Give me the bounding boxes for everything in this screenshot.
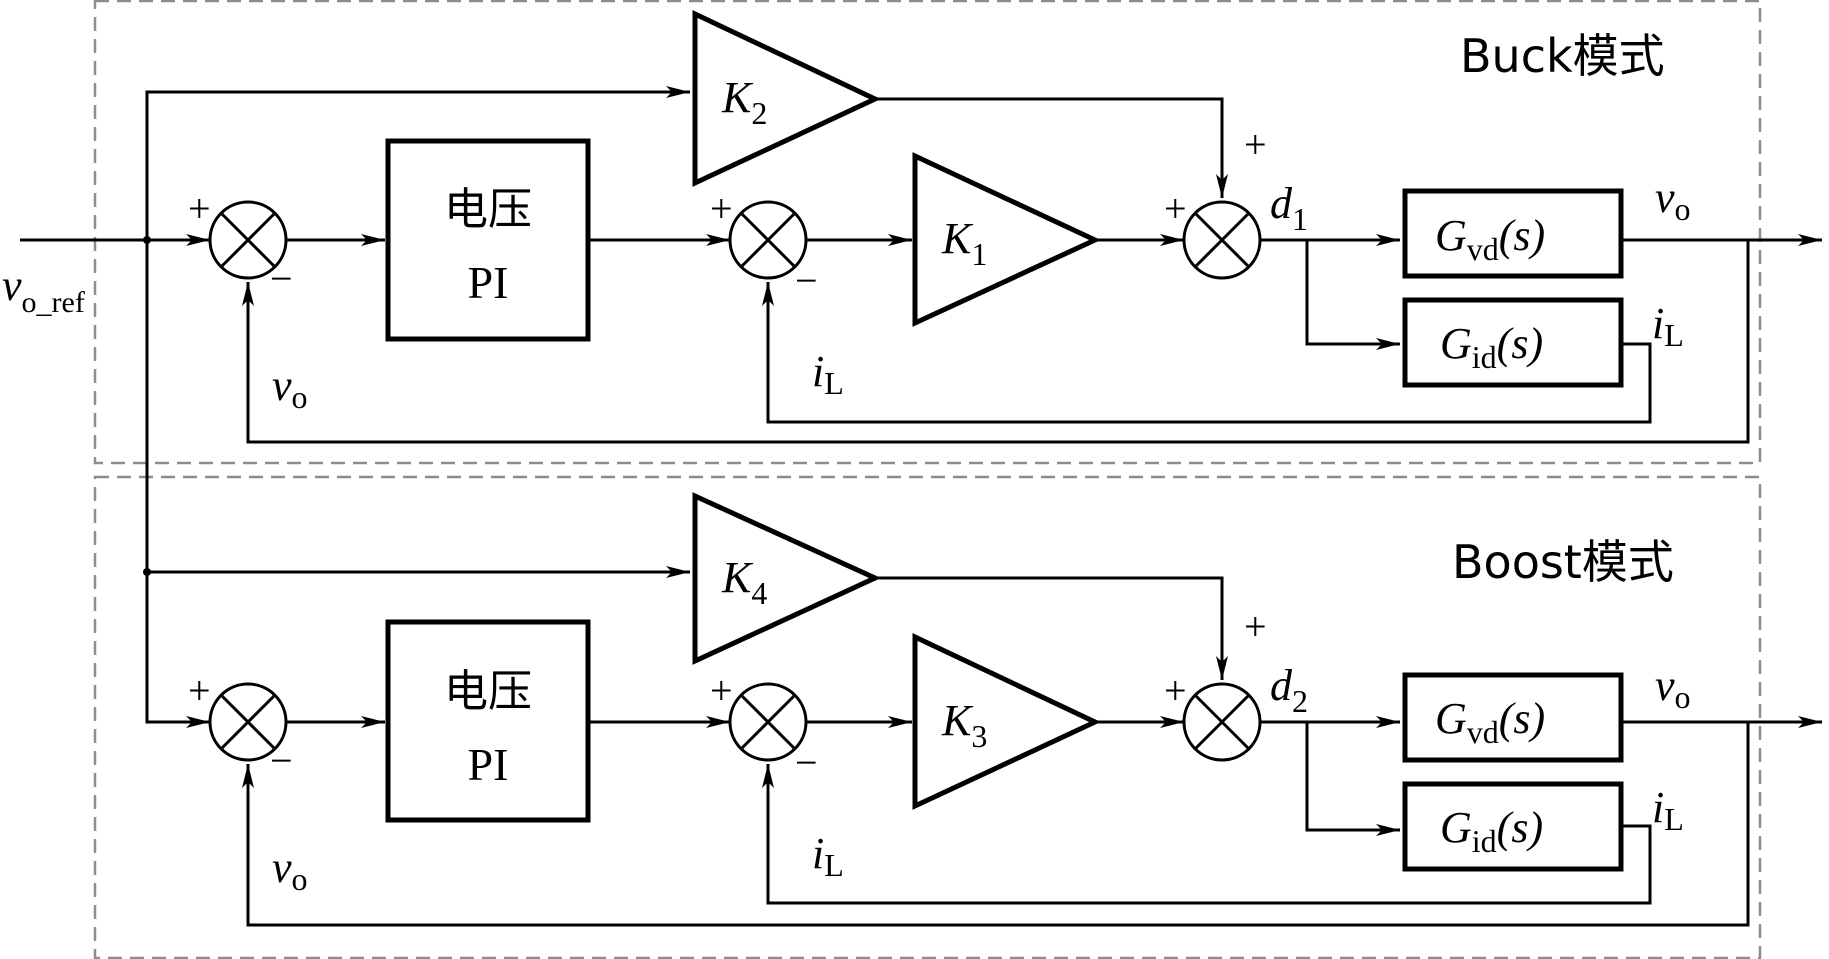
k2-gain-block <box>692 10 881 187</box>
sum2-plus: + <box>710 186 733 231</box>
boost-section: Boost模式 K4 + + − 电压 PI + − <box>188 492 1822 927</box>
k4-gain-block <box>692 492 882 665</box>
boost-sum2-plus: + <box>710 668 733 713</box>
boost-gvd-label: Gvd(s) <box>1435 694 1545 750</box>
boost-mode-frame <box>93 475 1762 959</box>
k3-gain-block <box>912 633 1101 810</box>
boost-gid-label: Gid(s) <box>1440 803 1543 859</box>
duty-d1-label: d1 <box>1270 179 1308 237</box>
boost-pi-block-line2: PI <box>468 739 509 790</box>
k1-gain-label: K1 <box>941 214 987 272</box>
boost-voltage-pi-block <box>385 619 591 823</box>
k1-gain-block <box>912 152 1101 327</box>
k3-gain-label: K3 <box>941 696 987 754</box>
reference-input-label: vo_ref <box>2 261 85 319</box>
k2-gain-label: K2 <box>721 73 767 131</box>
output-il-label: iL <box>1652 299 1684 353</box>
boost-pi-block-line1: 电压 <box>444 666 532 717</box>
duty-d2-label: d2 <box>1270 661 1308 719</box>
boost-gid-transfer-block <box>1402 781 1624 872</box>
feedback-vo-label: vo <box>272 361 308 415</box>
pi-block-line2: PI <box>468 257 509 308</box>
output-vo-label: vo <box>1655 173 1691 227</box>
feedback-il-label: iL <box>812 347 844 401</box>
buck-section: Buck模式 K2 + + − 电压 PI + − <box>188 10 1822 444</box>
boost-output-vo-label: vo <box>1655 661 1691 715</box>
buck-sum-junction-duty <box>1182 200 1262 280</box>
gvd-transfer-block <box>1402 188 1624 279</box>
buck-mode-frame <box>93 0 1762 465</box>
sum3-left-plus: + <box>1164 186 1187 231</box>
boost-sum3-top-plus: + <box>1244 604 1267 649</box>
gid-label: Gid(s) <box>1440 319 1543 375</box>
k4-gain-label: K4 <box>721 553 767 611</box>
boost-sum1-plus: + <box>188 668 211 713</box>
boost-sum2-minus: − <box>795 740 818 785</box>
sum3-top-plus: + <box>1244 122 1267 167</box>
boost-sum1-minus: − <box>270 738 293 783</box>
boost-sum3-left-plus: + <box>1164 668 1187 713</box>
buck-sum-junction-voltage <box>208 200 288 280</box>
sum2-minus: − <box>795 258 818 303</box>
boost-output-il-label: iL <box>1652 783 1684 837</box>
reference-input <box>20 86 690 728</box>
boost-mode-label: Boost模式 <box>1452 535 1674 589</box>
boost-sum-junction-duty <box>1182 682 1262 762</box>
pi-block-line1: 电压 <box>444 184 532 235</box>
gid-transfer-block <box>1402 297 1624 388</box>
boost-gvd-transfer-block <box>1402 672 1624 763</box>
buck-sum-junction-current <box>728 200 808 280</box>
sum1-plus: + <box>188 186 211 231</box>
gvd-label: Gvd(s) <box>1435 211 1545 267</box>
sum1-minus: − <box>270 256 293 301</box>
voltage-pi-block <box>385 138 591 342</box>
boost-feedback-il-label: iL <box>812 829 844 883</box>
buck-mode-label: Buck模式 <box>1460 29 1665 83</box>
boost-feedback-vo-label: vo <box>272 843 308 897</box>
